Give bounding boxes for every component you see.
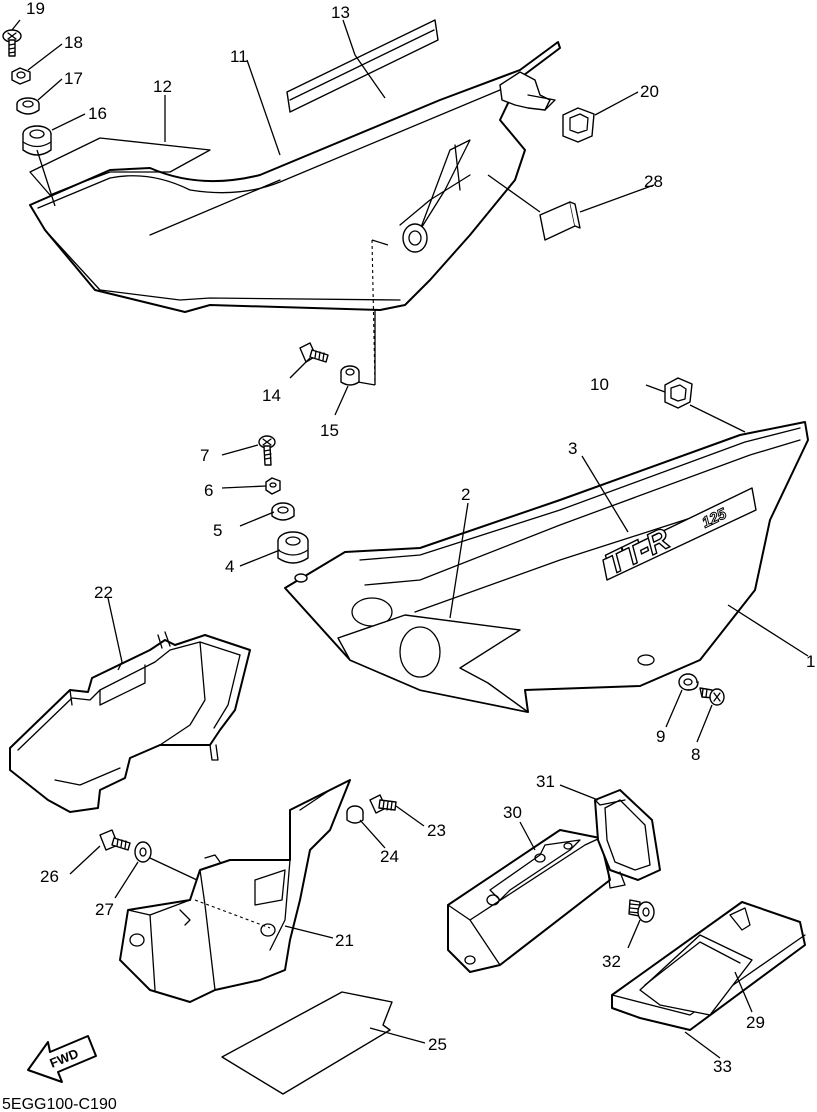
callout-33: 33 (713, 1057, 732, 1076)
callout-5: 5 (213, 521, 222, 540)
callout-7: 7 (200, 446, 209, 465)
collar-5 (271, 502, 295, 521)
callout-31: 31 (536, 772, 555, 791)
grommet-20 (562, 107, 595, 143)
screw-19 (2, 29, 22, 57)
callout-30: 30 (503, 803, 522, 822)
washer-27 (134, 841, 152, 863)
callout-12: 12 (153, 77, 172, 96)
leader-lines (11, 19, 809, 1059)
grommet-16 (22, 125, 52, 156)
nut-6 (265, 477, 281, 495)
screw-8 (699, 687, 725, 706)
callout-1: 1 (806, 652, 815, 671)
strap-31 (594, 789, 661, 889)
callout-20: 20 (640, 82, 659, 101)
grommet-10 (664, 377, 693, 409)
callout-19: 19 (26, 0, 45, 18)
bolt-32 (628, 899, 655, 923)
bolt-26 (99, 829, 131, 851)
decal-logo (602, 487, 757, 581)
callout-9: 9 (656, 727, 665, 746)
callout-6: 6 (204, 481, 213, 500)
callout-11: 11 (230, 47, 248, 66)
screw-7 (258, 435, 276, 466)
callout-8: 8 (691, 745, 700, 764)
bolt-14 (299, 342, 329, 363)
callout-16: 16 (88, 104, 107, 123)
callout-13: 13 (331, 3, 350, 22)
bolt-23 (369, 794, 397, 814)
fwd-arrow-icon: FWD (27, 1035, 97, 1083)
callout-17: 17 (64, 69, 83, 88)
collar-bolt-15 (340, 365, 360, 386)
damper-28 (539, 201, 581, 241)
panel-22 (9, 631, 251, 813)
callout-3: 3 (568, 439, 577, 458)
pad-29 (639, 934, 753, 1016)
filter-25 (221, 991, 393, 1095)
callout-labels: 1 2 3 4 5 6 7 8 9 10 11 12 13 14 15 16 1… (26, 0, 815, 1076)
callout-23: 23 (427, 821, 446, 840)
callout-21: 21 (335, 931, 354, 950)
callout-22: 22 (94, 583, 113, 602)
air-box-21 (119, 779, 351, 1003)
tool-case-30 (447, 829, 611, 973)
callout-24: 24 (380, 847, 399, 866)
callout-29: 29 (746, 1013, 765, 1032)
callout-2: 2 (461, 485, 470, 504)
side-cover-lower: TT-R 125 (284, 421, 809, 713)
callout-25: 25 (428, 1035, 447, 1054)
callout-27: 27 (95, 900, 114, 919)
callout-4: 4 (225, 557, 234, 576)
callout-10: 10 (590, 375, 609, 394)
callout-14: 14 (262, 386, 281, 405)
grommet-4 (277, 531, 309, 564)
decal-upper-side (29, 137, 211, 196)
side-cover-upper (29, 41, 561, 313)
diagram-code: 5EGG100-C190 (2, 1096, 117, 1112)
callout-26: 26 (40, 867, 59, 886)
callout-18: 18 (64, 33, 83, 52)
callout-32: 32 (602, 952, 621, 971)
callout-15: 15 (320, 421, 339, 440)
decal-lower-side (337, 614, 529, 713)
collar-9 (678, 673, 699, 691)
collar-bolt-24 (346, 805, 364, 824)
callout-28: 28 (644, 172, 663, 191)
nut-18 (11, 67, 31, 85)
collar-17 (16, 97, 40, 115)
